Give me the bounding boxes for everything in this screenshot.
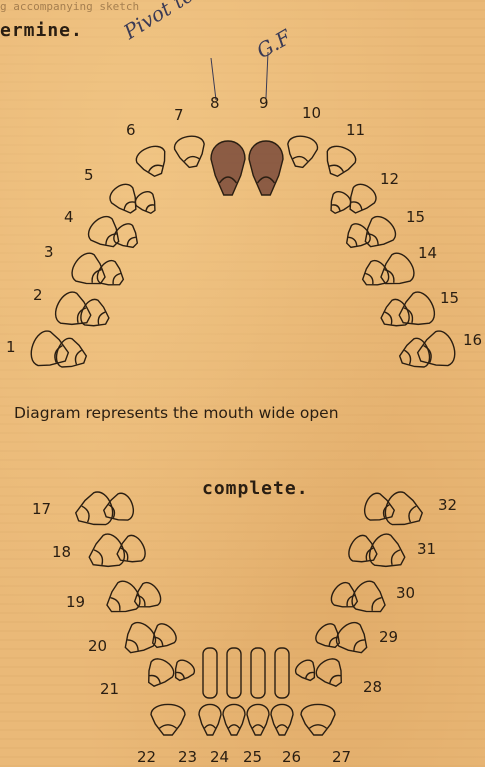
tooth-number-7: 7 [174, 106, 184, 124]
tooth-number-32: 32 [438, 496, 457, 514]
tooth-number-4: 4 [64, 208, 74, 226]
upper-tooth-inner-16 [396, 336, 433, 374]
lower-tooth-24 [223, 704, 245, 735]
lower-incisor-root-1 [203, 648, 217, 698]
tooth-number-25: 25 [243, 748, 262, 766]
typed-complete-word: complete. [202, 478, 309, 499]
tooth-number-22: 22 [137, 748, 156, 766]
lower-tooth-21 [141, 655, 178, 692]
tooth-number-24: 24 [210, 748, 229, 766]
tooth-number-16: 16 [463, 331, 482, 349]
lower-tooth-inner-29 [312, 620, 346, 654]
tooth-number-30: 30 [396, 584, 415, 602]
upper-tooth-9 [249, 141, 283, 195]
tooth-number-29: 29 [379, 628, 398, 646]
lower-tooth-19 [100, 577, 145, 622]
lower-tooth-18 [83, 530, 129, 576]
lower-tooth-22 [151, 704, 185, 735]
tooth-number-9: 9 [259, 94, 269, 112]
upper-tooth-inner-5 [132, 188, 161, 217]
lower-arch [71, 489, 426, 735]
lower-tooth-17 [71, 489, 116, 533]
tooth-number-15: 15 [440, 289, 459, 307]
pointer-line-9 [266, 52, 268, 98]
upper-tooth-inner-12 [325, 188, 354, 217]
upper-tooth-inner-15 [376, 296, 413, 333]
tooth-number-3: 3 [44, 243, 54, 261]
upper-tooth-10 [284, 134, 319, 169]
upper-tooth-inner-1 [53, 336, 90, 374]
tooth-number-5: 5 [84, 166, 94, 184]
tooth-number-11: 11 [346, 121, 365, 139]
tooth-number-1: 1 [6, 338, 16, 356]
tooth-number-6: 6 [126, 121, 136, 139]
upper-tooth-3 [67, 249, 112, 294]
tooth-number-14: 14 [418, 244, 437, 262]
lower-tooth-27 [301, 704, 335, 735]
upper-tooth-12 [342, 180, 380, 219]
upper-tooth-7 [173, 134, 208, 169]
lower-tooth-25 [247, 704, 269, 735]
tooth-number-17: 17 [32, 500, 51, 518]
tooth-number-8: 8 [210, 94, 220, 112]
diagram-caption: Diagram represents the mouth wide open [14, 404, 339, 422]
upper-tooth-6 [133, 143, 172, 181]
upper-tooth-13 [357, 212, 400, 255]
tooth-number-27: 27 [332, 748, 351, 766]
upper-tooth-8 [211, 141, 245, 195]
lower-incisor-root-3 [251, 648, 265, 698]
lower-incisor-root-4 [275, 648, 289, 698]
tooth-number-31: 31 [417, 540, 436, 558]
lower-tooth-30 [347, 577, 392, 622]
lower-tooth-28 [312, 655, 349, 692]
lower-tooth-26 [271, 704, 293, 735]
lower-tooth-inner-31 [345, 532, 382, 569]
upper-tooth-5 [106, 180, 144, 219]
lower-tooth-inner-18 [112, 532, 149, 569]
tooth-number-12: 12 [380, 170, 399, 188]
tooth-number-28: 28 [363, 678, 382, 696]
tooth-number-10: 10 [302, 104, 321, 122]
tooth-number-20: 20 [88, 637, 107, 655]
lower-tooth-23 [199, 704, 221, 735]
upper-tooth-11 [320, 143, 359, 181]
tooth-number-13: 15 [406, 208, 425, 226]
tooth-number-19: 19 [66, 593, 85, 611]
tooth-number-2: 2 [33, 286, 43, 304]
tooth-number-26: 26 [282, 748, 301, 766]
tooth-number-23: 23 [178, 748, 197, 766]
lower-incisor-root-2 [227, 648, 241, 698]
tooth-number-18: 18 [52, 543, 71, 561]
upper-tooth-4 [84, 212, 127, 255]
lower-tooth-inner-20 [146, 620, 180, 654]
upper-tooth-inner-2 [77, 296, 114, 333]
upper-tooth-14 [374, 249, 419, 294]
lower-tooth-31 [365, 530, 411, 576]
lower-tooth-32 [381, 489, 426, 533]
upper-tooth-15 [393, 288, 439, 334]
tooth-number-21: 21 [100, 680, 119, 698]
upper-tooth-2 [51, 288, 97, 334]
